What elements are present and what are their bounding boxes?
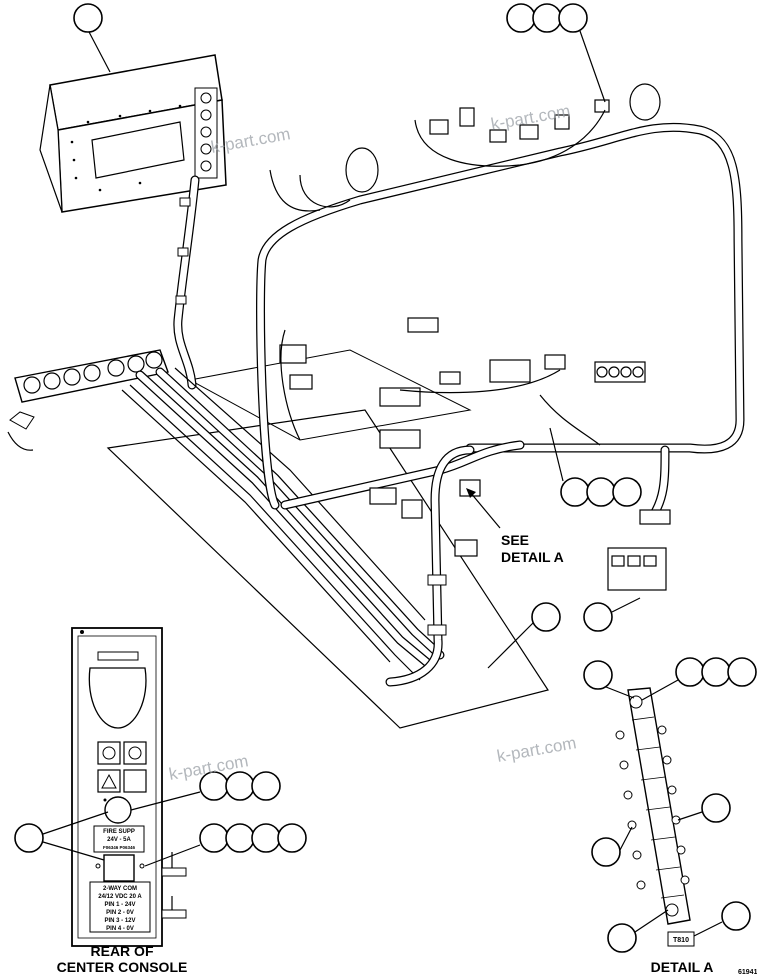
display-unit (39, 54, 227, 213)
pin-2-label: PIN 2 - 0V (106, 910, 134, 916)
callout-9 (583, 660, 613, 690)
callout-3b (586, 477, 616, 507)
callout-leader (579, 30, 606, 103)
bulkhead-connectors (7, 349, 169, 451)
callout-6 (14, 823, 44, 853)
callout-leader (549, 427, 564, 482)
display-cable (173, 175, 200, 390)
callout-11 (701, 793, 731, 823)
detail-a-callouts (583, 657, 757, 953)
pin-4-label: PIN 4 - 0V (106, 926, 134, 932)
detail-a-terminal-strip: T810 (615, 687, 695, 947)
callout-leader (693, 921, 723, 937)
callout-leader (619, 826, 633, 851)
callout-leader (611, 597, 641, 613)
callout-4 (531, 602, 561, 632)
center-riser-harness (385, 445, 475, 687)
main-harness (121, 367, 445, 681)
callout-8d (277, 823, 307, 853)
watermark: k-part.com (495, 733, 577, 766)
figure-number: 61941 (738, 969, 757, 975)
console-callouts (14, 771, 307, 867)
plug-rating: 24/12 VDC 20 A (98, 894, 142, 900)
callout-leader (677, 811, 703, 821)
callout-leader (130, 791, 201, 811)
right-connector-block (607, 445, 671, 591)
fire-supp-rating: 24V - 5A (107, 837, 131, 843)
callout-7b (225, 771, 255, 801)
callout-10b (701, 657, 731, 687)
callout-14 (721, 901, 751, 931)
rear-console-label: REAR OF (91, 943, 154, 959)
callout-leader (605, 686, 635, 699)
callout-7c (251, 771, 281, 801)
callout-10a (675, 657, 705, 687)
callout-8b (225, 823, 255, 853)
callout-leader (641, 679, 679, 701)
terminal-tag: T810 (673, 937, 689, 944)
rear-console-sublabel: CENTER CONSOLE (57, 959, 188, 975)
detail-a-label: DETAIL A (651, 959, 714, 975)
callout-1 (73, 3, 103, 33)
callout-2b (532, 3, 562, 33)
callout-13 (607, 923, 637, 953)
see-detail-a: SEE DETAIL A (466, 488, 564, 565)
callout-leader (42, 841, 105, 861)
center-console-panel: FIRE SUPP 24V - 5A F06346 P06346 2-WAY C… (71, 627, 187, 947)
pin-3-label: PIN 3 - 12V (104, 918, 135, 924)
fire-supp-label: FIRE SUPP (103, 829, 135, 835)
callout-8a (199, 823, 229, 853)
callout-leader (634, 909, 669, 933)
roof-connectors (269, 83, 661, 212)
plug-label: 2-WAY COM (103, 886, 137, 892)
mid-connectors (279, 317, 646, 557)
callout-2a (506, 3, 536, 33)
see-detail-sublabel: DETAIL A (501, 549, 564, 565)
callout-10c (727, 657, 757, 687)
callouts (73, 3, 642, 669)
callout-leader (487, 622, 534, 669)
callout-3c (612, 477, 642, 507)
pin-1-label: PIN 1 - 24V (104, 902, 135, 908)
callout-12 (591, 837, 621, 867)
callout-leader (144, 844, 201, 867)
see-detail-label: SEE (501, 532, 529, 548)
callout-2c (558, 3, 588, 33)
callout-3a (560, 477, 590, 507)
callout-leader (42, 811, 109, 835)
fire-supp-part: F06346 P06346 (103, 845, 136, 850)
callout-8c (251, 823, 281, 853)
callout-5 (583, 602, 613, 632)
callout-leader (87, 29, 111, 73)
